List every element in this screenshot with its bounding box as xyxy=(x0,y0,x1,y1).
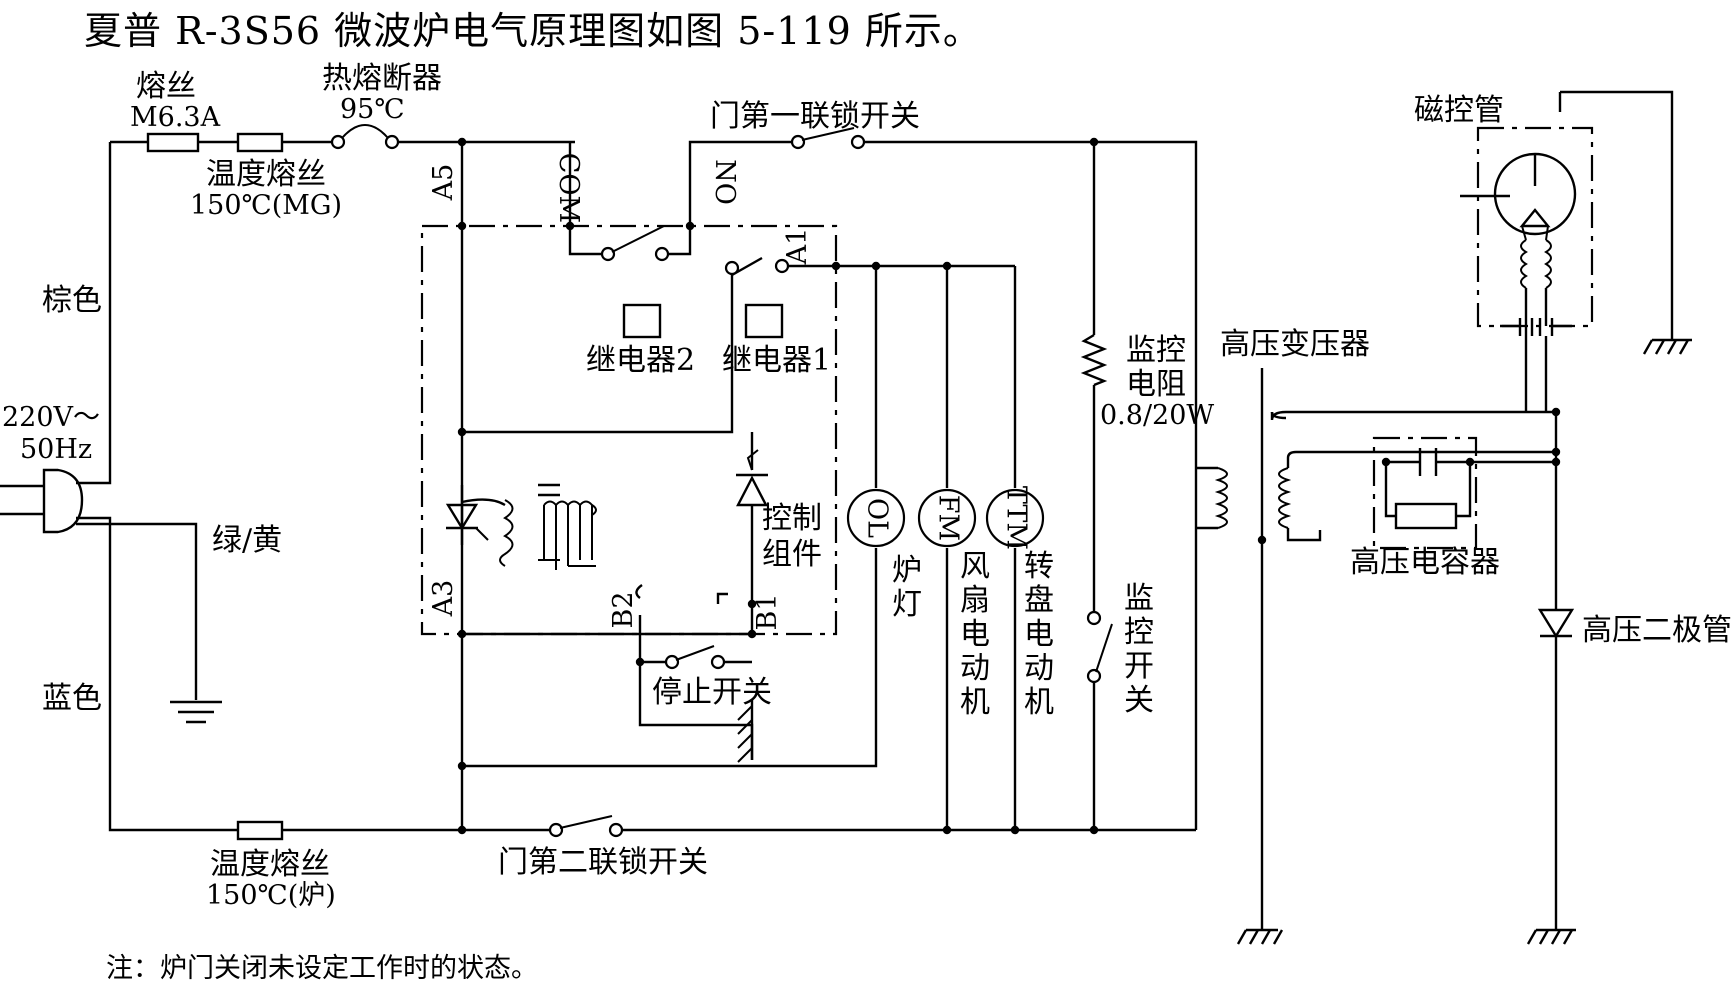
fuse-label: 熔丝 xyxy=(136,69,196,104)
relay1-label: 继电器1 xyxy=(722,343,831,378)
fan-motor-char: 电 xyxy=(960,617,990,652)
node-a3-label: A3 xyxy=(428,580,459,618)
node-com-label: COM xyxy=(553,153,584,223)
oven-lamp-char: 灯 xyxy=(892,587,922,622)
temp-fuse-oven-icon xyxy=(236,820,284,841)
hv-diode-label: 高压二极管 xyxy=(1582,613,1731,648)
supply-voltage-label: 220V～ xyxy=(2,402,100,433)
door-switch-2-label: 门第二联锁开关 xyxy=(498,845,708,880)
door-switch-1-label: 门第一联锁开关 xyxy=(710,99,920,134)
control-transformer-icon xyxy=(445,483,597,570)
footnote: 注：炉门关闭未设定工作时的状态。 xyxy=(106,953,538,984)
relay2-label: 继电器2 xyxy=(586,343,695,378)
ground-icon xyxy=(170,700,222,724)
thermal-cutoff-rating-label: 95℃ xyxy=(340,94,405,125)
monitor-switch-char: 关 xyxy=(1124,683,1154,718)
node-a1-label: A1 xyxy=(782,228,813,266)
node-b2-label: B2 xyxy=(608,591,639,628)
blue-wire-label: 蓝色 xyxy=(42,681,102,716)
control-unit-label-2: 组件 xyxy=(762,537,822,572)
hv-capacitor-icon xyxy=(1372,436,1556,550)
monitor-switch-char: 监 xyxy=(1124,581,1154,616)
turntable-motor-char: 转 xyxy=(1024,549,1054,584)
ol-label: OL xyxy=(862,498,893,538)
monitor-switch-icon xyxy=(1086,610,1113,684)
hv-diode-icon xyxy=(1526,412,1576,945)
door-switch-2-icon xyxy=(548,815,624,838)
relay2-contact-icon xyxy=(600,225,670,262)
brown-wire-label: 棕色 xyxy=(42,283,102,318)
monitor-resistor-label-1: 监控 xyxy=(1126,333,1186,368)
oven-lamp-label: 炉 灯 xyxy=(892,553,922,622)
temp-fuse-mg-label: 温度熔丝 xyxy=(206,157,326,192)
temp-fuse-mg-icon xyxy=(236,132,284,153)
supply-freq-label: 50Hz xyxy=(20,434,92,465)
temp-fuse-oven-label: 温度熔丝 xyxy=(210,847,330,882)
stop-switch-label: 停止开关 xyxy=(652,675,772,710)
monitor-switch-char: 控 xyxy=(1124,615,1154,650)
hv-transformer-icon xyxy=(1196,368,1556,945)
fm-label: FM xyxy=(933,495,964,541)
ttm-label: TTM xyxy=(1001,486,1032,550)
turntable-motor-char: 盘 xyxy=(1024,583,1054,618)
fan-motor-char: 扇 xyxy=(960,583,990,618)
fuse-icon xyxy=(146,132,200,153)
turntable-motor-char: 电 xyxy=(1024,617,1054,652)
magnetron-icon xyxy=(1460,90,1692,412)
oven-lamp-char: 炉 xyxy=(892,553,922,588)
fan-motor-char: 风 xyxy=(960,549,990,584)
magnetron-label: 磁控管 xyxy=(1414,93,1504,128)
thermal-cutoff-label: 热熔断器 xyxy=(322,61,442,96)
stop-switch-icon xyxy=(664,645,754,763)
hv-transformer-label: 高压变压器 xyxy=(1220,327,1370,362)
thermal-cutoff-icon xyxy=(330,124,400,150)
temp-fuse-mg-rating-label: 150℃(MG) xyxy=(190,190,342,221)
monitor-switch-label: 监 控 开 关 xyxy=(1124,581,1154,718)
fan-motor-icon: FM xyxy=(917,488,977,548)
oven-lamp-icon: OL xyxy=(846,488,906,548)
monitor-resistor-label-2: 电阻 xyxy=(1126,367,1186,402)
node-no-label: NO xyxy=(709,159,740,205)
control-diode-icon xyxy=(736,449,768,507)
fuse-rating-label: M6.3A xyxy=(130,102,221,133)
temp-fuse-oven-rating-label: 150℃(炉) xyxy=(206,880,336,911)
fan-motor-char: 机 xyxy=(960,685,990,720)
page-title: 夏普 R-3S56 微波炉电气原理图如图 5-119 所示。 xyxy=(84,9,982,53)
turntable-motor-label: 转 盘 电 动 机 xyxy=(1024,549,1054,720)
turntable-motor-char: 动 xyxy=(1024,651,1054,686)
relay2-coil-icon xyxy=(622,303,662,339)
control-unit-label-1: 控制 xyxy=(762,501,822,536)
door-switch-1-icon xyxy=(790,127,866,150)
relay1-contact-icon xyxy=(724,258,790,276)
monitor-switch-char: 开 xyxy=(1124,649,1154,684)
node-a5-label: A5 xyxy=(428,164,459,202)
turntable-motor-char: 机 xyxy=(1024,685,1054,720)
monitor-resistor-rating-label: 0.8/20W xyxy=(1100,400,1214,431)
control-unit-box xyxy=(420,224,838,636)
power-plug-icon xyxy=(0,468,84,534)
junctions xyxy=(457,137,1561,835)
fan-motor-char: 动 xyxy=(960,651,990,686)
relay1-coil-icon xyxy=(744,303,784,339)
monitor-resistor-icon xyxy=(1080,333,1108,387)
node-b1-label: B1 xyxy=(752,593,783,630)
fan-motor-label: 风 扇 电 动 机 xyxy=(960,549,990,720)
ground-wire-label: 绿/黄 xyxy=(212,523,282,558)
turntable-motor-icon: TTM xyxy=(985,486,1045,550)
hv-capacitor-label: 高压电容器 xyxy=(1350,545,1500,580)
